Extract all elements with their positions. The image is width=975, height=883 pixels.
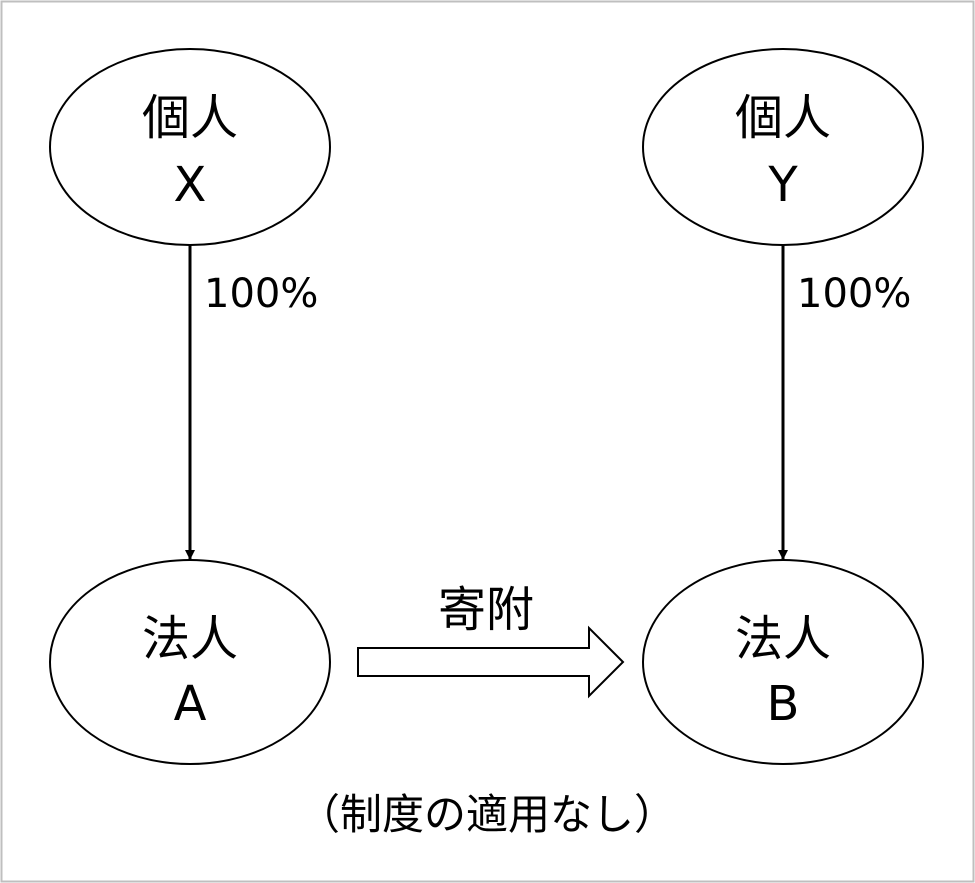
node-corporation-a-shape [49, 559, 331, 765]
node-corporation-a-line1: 法人 [142, 611, 238, 667]
node-individual-y: 個人 Y [642, 48, 924, 246]
node-corporation-a-line2: A [174, 676, 207, 732]
edge-a-to-b: 寄附 [357, 582, 625, 699]
edge-x-to-a-label: 100% [204, 271, 318, 317]
node-corporation-a: 法人 A [49, 559, 331, 765]
diagram-caption: （制度の適用なし） [298, 790, 676, 839]
node-individual-y-line2: Y [767, 157, 798, 213]
node-corporation-b-line1: 法人 [735, 611, 831, 667]
edge-x-to-a: 100% [185, 245, 318, 560]
node-individual-x: 個人 X [49, 48, 331, 246]
edge-y-to-b-label: 100% [797, 271, 911, 317]
donation-block-arrow [357, 625, 625, 699]
node-individual-y-line1: 個人 [735, 90, 831, 146]
node-corporation-b-shape [642, 559, 924, 765]
node-individual-x-line2: X [174, 157, 207, 213]
node-corporation-b: 法人 B [642, 559, 924, 765]
donation-label: 寄附 [438, 582, 534, 638]
node-individual-x-shape [49, 48, 331, 246]
node-individual-y-shape [642, 48, 924, 246]
node-corporation-b-line2: B [767, 676, 800, 732]
edge-y-to-b: 100% [778, 245, 911, 560]
node-individual-x-line1: 個人 [142, 90, 238, 146]
